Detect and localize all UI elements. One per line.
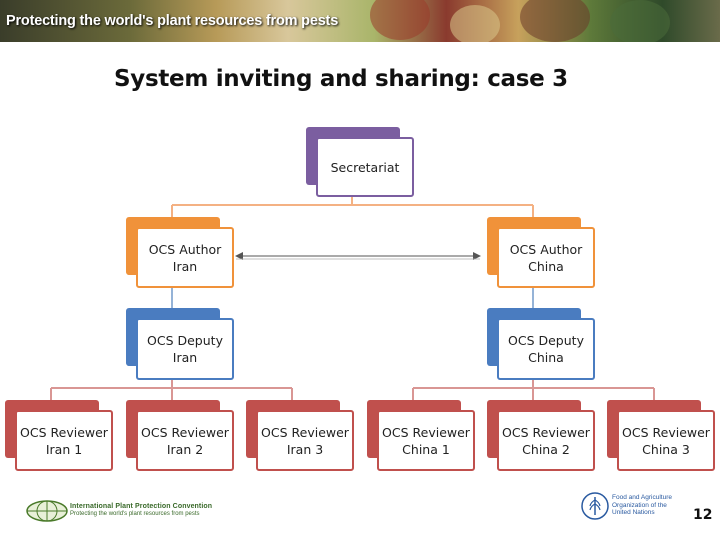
- node-reviewer-label: OCS Reviewer Iran 1: [20, 424, 108, 457]
- node-deputy-china-label: OCS Deputy China: [508, 333, 584, 365]
- page-number: 12: [693, 507, 713, 523]
- ippc-footer-text: International Plant Protection Conventio…: [70, 503, 212, 517]
- node-reviewer-label: OCS Reviewer China 2: [502, 424, 590, 457]
- ippc-name: International Plant Protection Conventio…: [70, 503, 213, 510]
- node-reviewer-label: OCS Reviewer China 3: [622, 424, 710, 457]
- node-reviewer-china-3: OCS Reviewer China 3: [607, 400, 715, 471]
- node-author-iran: OCS Author Iran: [126, 217, 234, 288]
- connector-secretariat-authors: [171, 196, 534, 221]
- node-deputy-china: OCS Deputy China: [487, 308, 595, 380]
- node-secretariat: Secretariat: [306, 127, 414, 197]
- node-secretariat-label: Secretariat: [330, 159, 400, 175]
- node-reviewer-label: OCS Reviewer Iran 2: [141, 424, 229, 457]
- banner-leaf: [520, 0, 590, 42]
- node-reviewer-label: OCS Reviewer China 1: [382, 424, 470, 457]
- node-deputy-iran: OCS Deputy Iran: [126, 308, 234, 380]
- node-author-iran-label: OCS Author Iran: [148, 241, 222, 274]
- connector-deputy-china-reviewers: [412, 380, 655, 404]
- node-reviewer-iran-1: OCS Reviewer Iran 1: [5, 400, 113, 471]
- banner-leaf: [610, 0, 670, 42]
- connector-deputy-iran-reviewers: [50, 380, 293, 404]
- node-reviewer-iran-3: OCS Reviewer Iran 3: [246, 400, 354, 471]
- fao-wheat-icon: [581, 492, 609, 520]
- fao-footer-text: Food and Agriculture Organization of the…: [612, 494, 672, 516]
- node-reviewer-china-1: OCS Reviewer China 1: [367, 400, 475, 471]
- node-reviewer-iran-2: OCS Reviewer Iran 2: [126, 400, 234, 471]
- node-author-china: OCS Author China: [487, 217, 595, 288]
- node-author-china-label: OCS Author China: [509, 241, 583, 274]
- node-reviewer-label: OCS Reviewer Iran 3: [261, 424, 349, 457]
- banner-title: Protecting the world's plant resources f…: [6, 13, 339, 29]
- banner-leaf: [450, 5, 500, 42]
- banner-leaf: [370, 0, 430, 40]
- header-banner: Protecting the world's plant resources f…: [0, 0, 720, 42]
- node-deputy-iran-label: OCS Deputy Iran: [147, 333, 223, 365]
- globe-leaf-icon: [26, 500, 68, 522]
- node-reviewer-china-2: OCS Reviewer China 2: [487, 400, 595, 471]
- slide-title: System inviting and sharing: case 3: [114, 66, 568, 92]
- ippc-tagline: Protecting the world's plant resources f…: [70, 511, 200, 517]
